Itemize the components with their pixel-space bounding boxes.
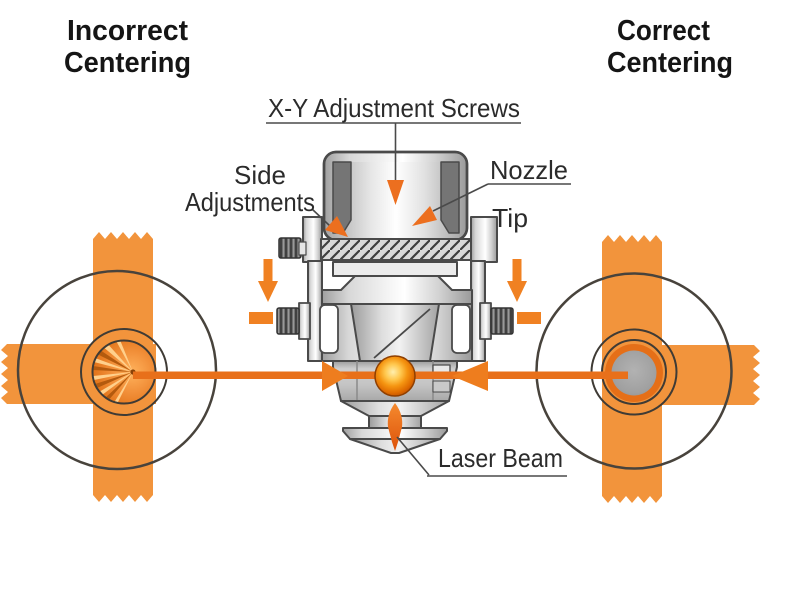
down-arrow-right <box>507 259 527 302</box>
label-nozzle: Nozzle <box>490 155 568 185</box>
upper-set-screw-collar <box>298 241 307 256</box>
label-side-line1: Side <box>234 160 286 190</box>
housing-slot-left <box>319 304 339 354</box>
arrow-side-adjustments <box>325 216 348 237</box>
retaining-ring-hatched <box>320 238 472 261</box>
title-incorrect-line2: Centering <box>64 47 191 79</box>
incorrect-example <box>1 232 218 502</box>
side-dash-left <box>249 312 273 324</box>
side-screw-left <box>276 307 300 335</box>
title-incorrect-line1: Incorrect <box>67 15 188 47</box>
spacer-plate <box>332 261 458 277</box>
focus-ball <box>374 355 416 397</box>
flange-plate <box>321 275 473 305</box>
beam-arrow-left <box>322 361 348 391</box>
push-indicators <box>249 259 541 324</box>
tape-horizontal-right <box>662 345 760 405</box>
label-xy-screws: X-Y Adjustment Screws <box>268 93 520 123</box>
arrow-xy-screws <box>387 180 404 205</box>
target-circle-outer-right <box>535 272 733 470</box>
label-laser-beam: Laser Beam <box>438 443 563 473</box>
burn-mark-offcenter <box>91 339 157 405</box>
label-arrows <box>325 180 437 237</box>
upper-set-screw <box>278 237 302 259</box>
housing-slot-right <box>451 304 471 354</box>
leader-lines <box>266 122 571 477</box>
screw-mount-right <box>479 302 492 340</box>
side-dash-right <box>517 312 541 324</box>
target-circle-outer-left <box>16 269 218 471</box>
correct-example <box>535 235 760 503</box>
beam-arrow-right <box>452 361 488 391</box>
down-arrow-left <box>258 259 278 302</box>
arrow-nozzle <box>412 206 437 226</box>
leader-laser-beam <box>396 436 430 476</box>
side-screw-right <box>490 307 514 335</box>
screw-mount-left <box>298 302 311 340</box>
leader-nozzle <box>432 183 489 212</box>
burn-disc-centered <box>611 350 657 396</box>
text-layer: Incorrect Centering Correct Centering X-… <box>64 15 733 473</box>
label-side-line2: Adjustments <box>185 187 315 217</box>
body-notch-lower <box>432 380 451 393</box>
label-tip: Tip <box>492 203 528 233</box>
leader-side-adjustments <box>311 208 331 227</box>
cone-section-line <box>373 308 431 359</box>
title-correct-line2: Centering <box>607 47 733 79</box>
nozzle-assembly <box>133 150 628 454</box>
title-correct-line1: Correct <box>617 15 710 47</box>
